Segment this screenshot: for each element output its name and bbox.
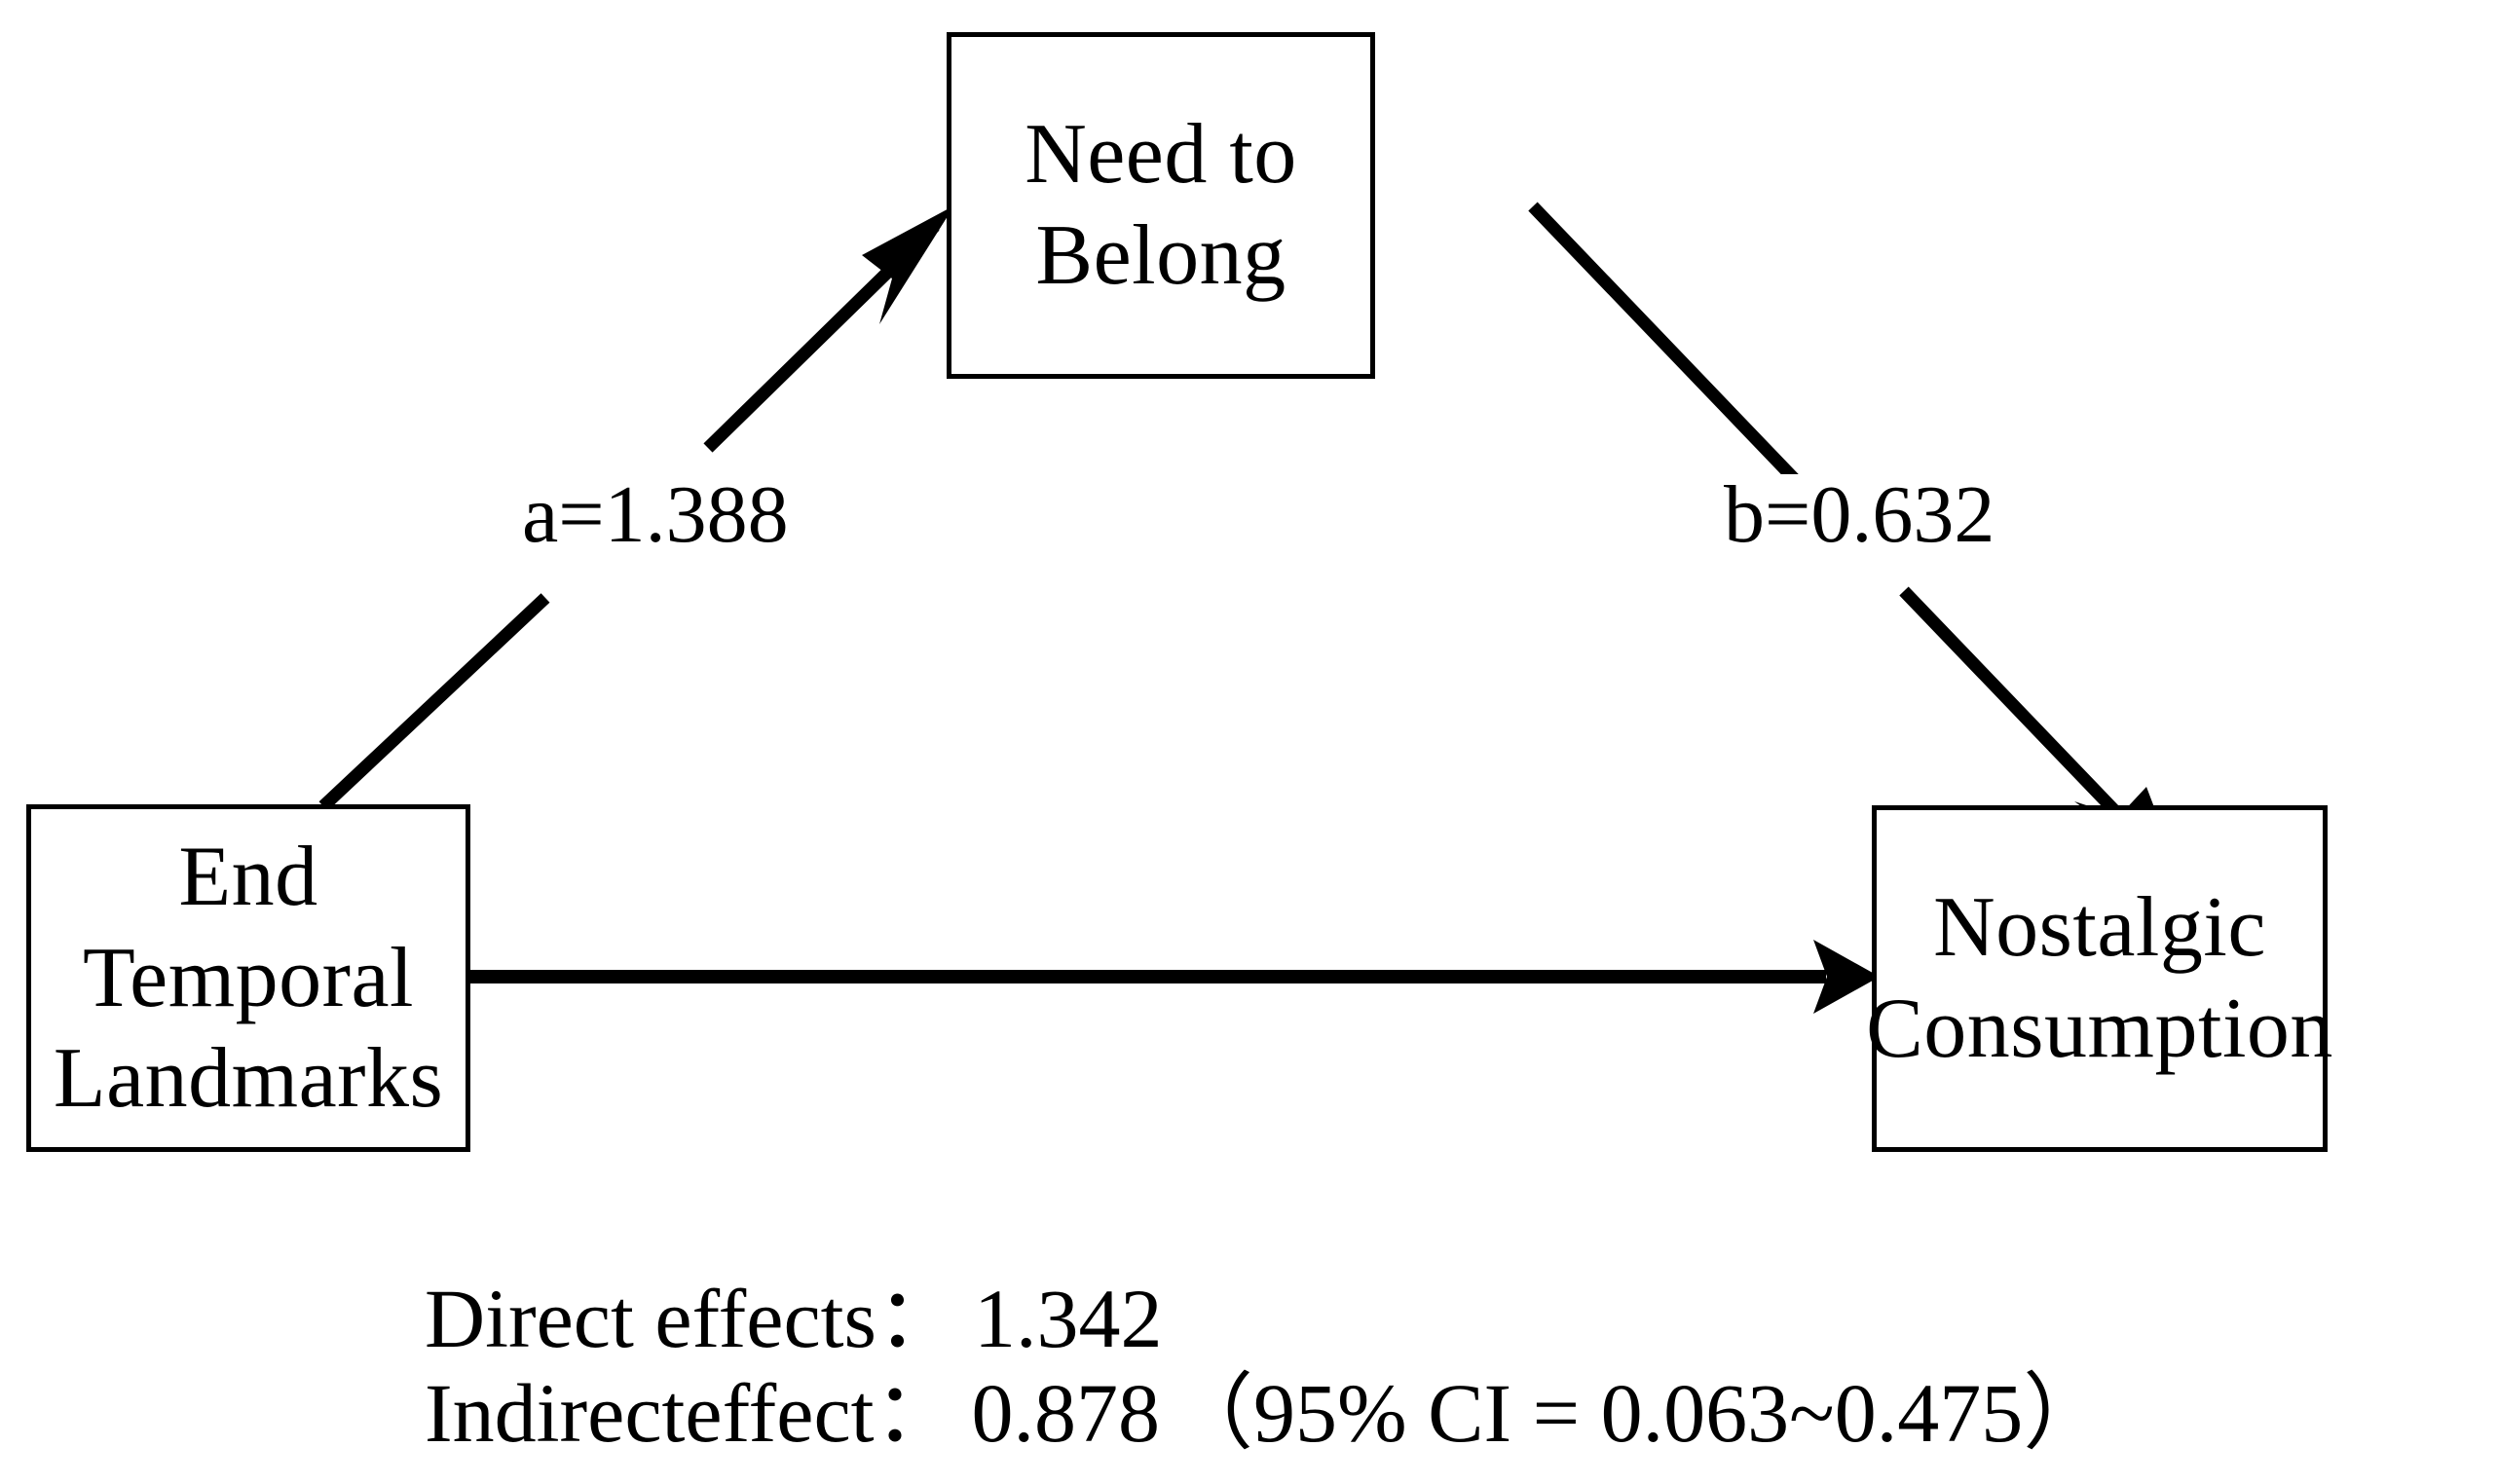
path-b-coefficient-label: b=0.632 <box>1716 474 2003 556</box>
direct-effect-line: Direct effects：1.342 <box>425 1272 2178 1366</box>
path-a-coefficient-label: a=1.388 <box>514 474 797 556</box>
node-need-to-belong-label: Need to Belong <box>1025 107 1297 303</box>
node-need-to-belong[interactable]: Need to Belong <box>947 32 1375 379</box>
node-nostalgic-consumption-label: Nostalgic Consumption <box>1866 880 2333 1076</box>
indirect-effect-line: Indirecteffect：0.878（95% CI = 0.063~0.47… <box>425 1366 2178 1461</box>
indirect-effect-label: Indirecteffect： <box>425 1366 958 1461</box>
node-end-temporal-landmarks-label: End Temporal Landmarks <box>53 829 444 1127</box>
direct-effect-value: 1.342 <box>973 1272 1163 1365</box>
connector-path-a <box>318 205 954 811</box>
node-nostalgic-consumption[interactable]: Nostalgic Consumption <box>1866 805 2332 1152</box>
effects-summary: Direct effects：1.342 Indirecteffect：0.87… <box>425 1272 2178 1461</box>
connector-path-c <box>470 940 1880 1014</box>
indirect-effect-value: 0.878 <box>971 1366 1161 1461</box>
indirect-effect-confidence-interval: （95% CI = 0.063~0.475） <box>1170 1366 2107 1461</box>
node-end-temporal-landmarks[interactable]: End Temporal Landmarks <box>26 804 470 1152</box>
direct-effect-label: Direct effects： <box>425 1272 960 1365</box>
